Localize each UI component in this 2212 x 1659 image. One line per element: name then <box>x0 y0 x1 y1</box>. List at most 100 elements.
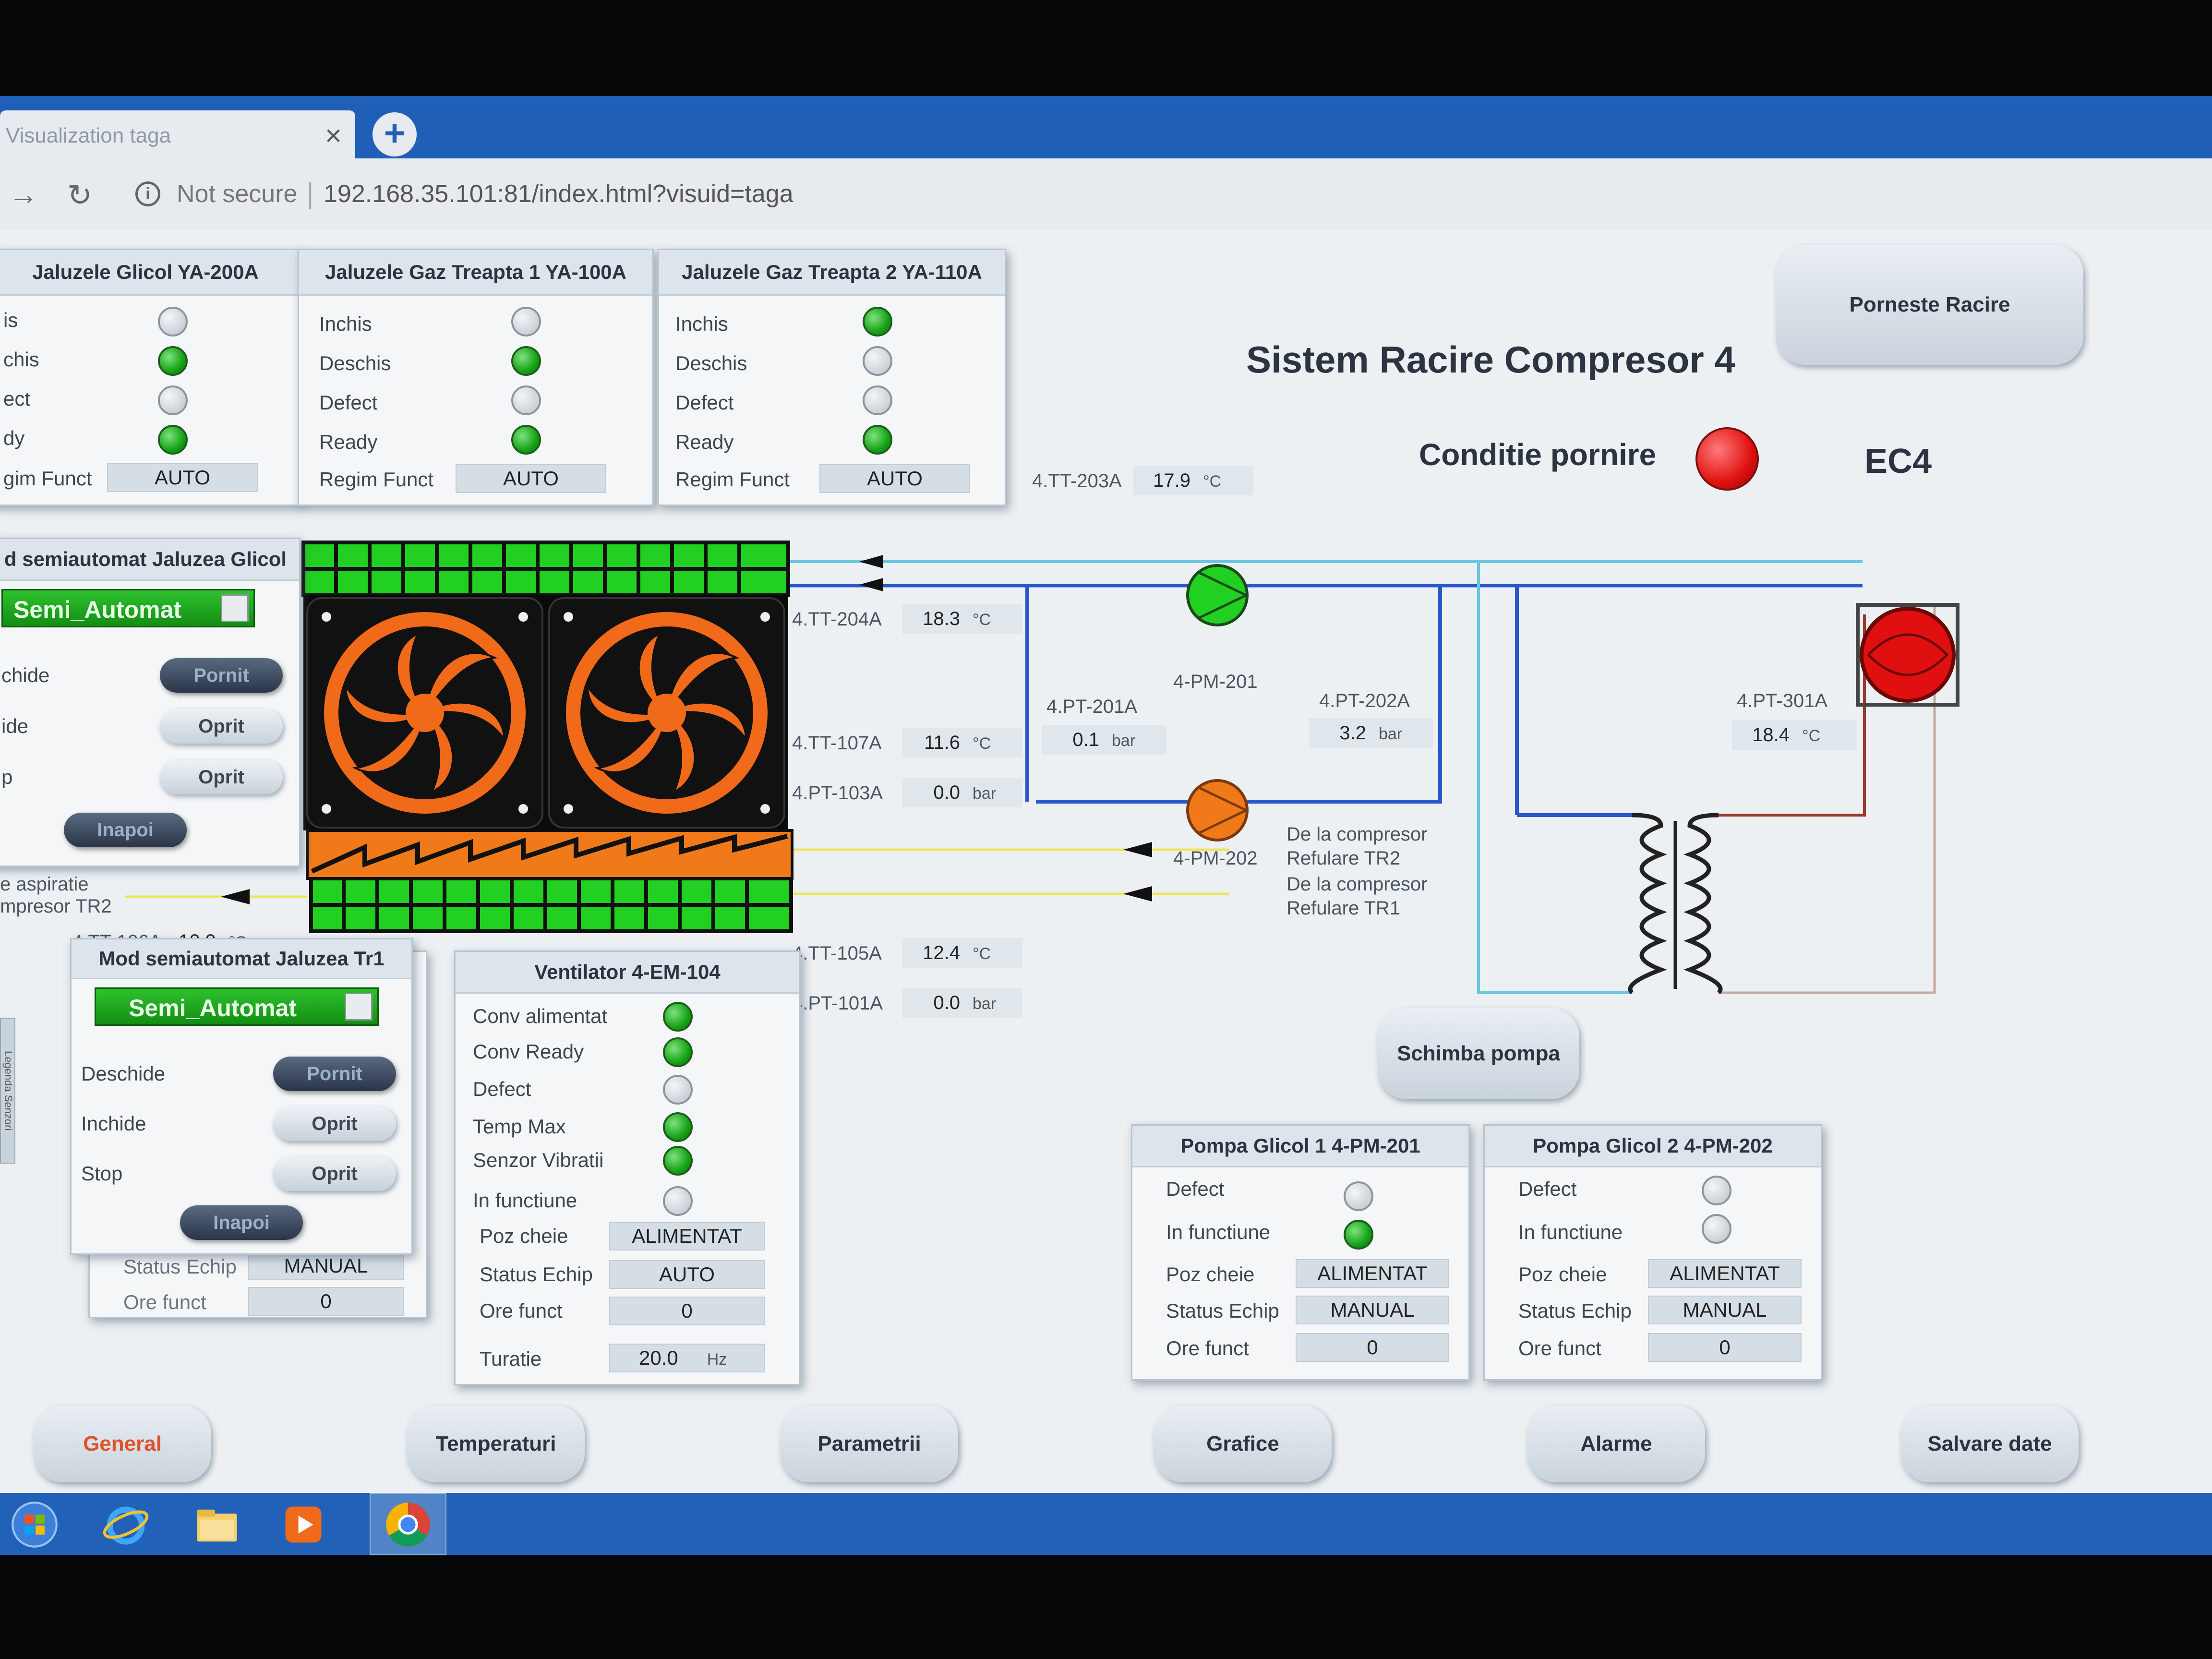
sensor-value: 18.4 °C <box>1732 720 1857 750</box>
line-note: mpresor TR2 <box>0 896 112 917</box>
info-icon[interactable]: i <box>135 181 160 206</box>
sensor-unit: bar <box>973 995 997 1013</box>
action-label: p <box>1 766 13 788</box>
panel-title: Pompa Glicol 2 4-PM-202 <box>1485 1126 1821 1167</box>
pump-symbols <box>1186 564 1249 842</box>
sensor-tag: 4.PT-201A <box>1046 696 1138 717</box>
internet-explorer-icon[interactable] <box>101 1500 151 1550</box>
pump-panel-2: Pompa Glicol 2 4-PM-202 Defect In functi… <box>1483 1124 1822 1381</box>
panel-title: Ventilator 4-EM-104 <box>456 952 799 994</box>
ore-value: 0 <box>248 1287 404 1316</box>
action-label: chide <box>1 664 50 686</box>
start-cooling-button[interactable]: Porneste Racire <box>1776 245 2083 365</box>
regim-label: Regim Funct <box>319 468 434 491</box>
louver-row-label: Deschis <box>319 352 391 374</box>
start-icon[interactable] <box>10 1500 60 1550</box>
nav-salvare-date-button[interactable]: Salvare date <box>1901 1406 2079 1482</box>
legend-side-tab[interactable]: Legenda Senzori <box>0 1018 15 1164</box>
sensor-unit: °C <box>973 945 991 963</box>
nav-alarme-button[interactable]: Alarme <box>1527 1406 1705 1482</box>
status-value: MANUAL <box>1648 1296 1802 1324</box>
sensor-reading: 18.4 <box>1752 724 1790 745</box>
poz-value: ALIMENTAT <box>1648 1259 1802 1288</box>
switch-pump-button[interactable]: Schimba pompa <box>1378 1008 1579 1099</box>
toggle-knob[interactable] <box>345 993 373 1021</box>
sensor-unit: bar <box>973 784 997 803</box>
url-text[interactable]: 192.168.35.101:81/index.html?visuid=taga <box>324 180 793 208</box>
nav-temperaturi-button[interactable]: Temperaturi <box>407 1406 585 1482</box>
back-button[interactable]: Inapoi <box>64 813 187 847</box>
nav-parametrii-button[interactable]: Parametrii <box>781 1406 958 1482</box>
defect-label: Defect <box>1518 1178 1577 1200</box>
nav-general-button[interactable]: General <box>34 1406 211 1482</box>
panel-title: Pompa Glicol 1 4-PM-201 <box>1132 1126 1468 1167</box>
action-label: ide <box>1 715 29 737</box>
poz-label: Poz cheie <box>1166 1263 1255 1286</box>
fan-row-label: Senzor Vibratii <box>473 1149 604 1171</box>
new-tab-button[interactable]: + <box>373 112 417 156</box>
regim-value: AUTO <box>456 464 606 493</box>
turatie-label: Turatie <box>480 1347 542 1370</box>
regim-label: Regim Funct <box>675 468 790 491</box>
status-lamp <box>663 1075 693 1105</box>
sensor-reading: 0.0 <box>933 992 960 1013</box>
sensor-tag: 4.TT-204A <box>792 609 882 630</box>
sensor-reading: 0.0 <box>933 782 960 803</box>
sensor-value: 18.3°C <box>902 604 1022 634</box>
status-lamp <box>158 385 188 415</box>
stop-button[interactable]: Oprit <box>160 760 283 794</box>
status-lamp <box>158 346 188 376</box>
close-button[interactable]: Oprit <box>273 1106 396 1141</box>
regim-value: AUTO <box>819 464 970 493</box>
sensor-unit: bar <box>1112 732 1136 750</box>
louver-row-label: chis <box>3 348 39 371</box>
reload-icon[interactable]: ↻ <box>67 179 92 212</box>
browser-tab[interactable]: Visualization taga × <box>0 110 355 158</box>
poz-value: ALIMENTAT <box>1296 1259 1449 1288</box>
toggle-knob[interactable] <box>221 594 249 622</box>
nav-grafice-button[interactable]: Grafice <box>1154 1406 1332 1482</box>
turatie-unit: Hz <box>707 1350 727 1369</box>
status-lamp <box>511 425 541 455</box>
sensor-unit: °C <box>1203 472 1222 491</box>
toggle-label: Semi_Automat <box>129 995 297 1022</box>
louver-row-label: Deschis <box>675 352 747 374</box>
pump-panel-1: Pompa Glicol 1 4-PM-201 Defect In functi… <box>1131 1124 1470 1381</box>
status-lamp <box>663 1146 693 1176</box>
close-icon[interactable]: × <box>325 120 342 152</box>
back-button[interactable]: Inapoi <box>180 1205 303 1240</box>
fan-row-label: Temp Max <box>473 1115 566 1138</box>
action-label: Stop <box>81 1162 123 1185</box>
sensor-reading: 18.3 <box>923 608 960 629</box>
ore-label: Ore funct <box>480 1299 563 1322</box>
stop-button[interactable]: Oprit <box>273 1156 396 1191</box>
folder-icon[interactable] <box>192 1500 242 1550</box>
open-button[interactable]: Pornit <box>273 1057 396 1091</box>
sensor-tag: 4.PT-101A <box>792 993 883 1014</box>
chrome-icon[interactable] <box>383 1500 433 1550</box>
ec4-unit <box>1856 603 1960 707</box>
semiauto-toggle[interactable]: Semi_Automat <box>1 589 255 627</box>
cooler-coils <box>301 541 793 933</box>
louver-panel-glicol: Jaluzele Glicol YA-200A is chis ect dy g… <box>0 249 301 506</box>
fan-row-label: Defect <box>473 1078 531 1100</box>
start-condition-indicator <box>1695 427 1759 491</box>
status-value: AUTO <box>609 1260 765 1289</box>
close-button[interactable]: Oprit <box>160 709 283 744</box>
status-lamp <box>158 425 188 455</box>
sensor-unit: °C <box>1802 727 1821 745</box>
louver-row-label: Defect <box>675 391 734 414</box>
open-button[interactable]: Pornit <box>160 658 283 693</box>
run-label: In functiune <box>1518 1221 1623 1243</box>
semiauto-toggle[interactable]: Semi_Automat <box>95 987 379 1026</box>
louver-panel-tr1: Jaluzele Gaz Treapta 1 YA-100A Inchis De… <box>298 249 654 506</box>
media-player-icon[interactable] <box>278 1500 328 1550</box>
forward-icon[interactable]: → <box>9 178 38 211</box>
monitor-screen: Visualization taga × + → ↻ i Not secure … <box>0 96 2212 1555</box>
ore-label: Ore funct <box>123 1291 206 1313</box>
sensor-unit: °C <box>973 734 991 753</box>
hmi-canvas: Jaluzele Glicol YA-200A is chis ect dy g… <box>0 230 2212 1493</box>
louver-row-label: ect <box>3 387 31 410</box>
